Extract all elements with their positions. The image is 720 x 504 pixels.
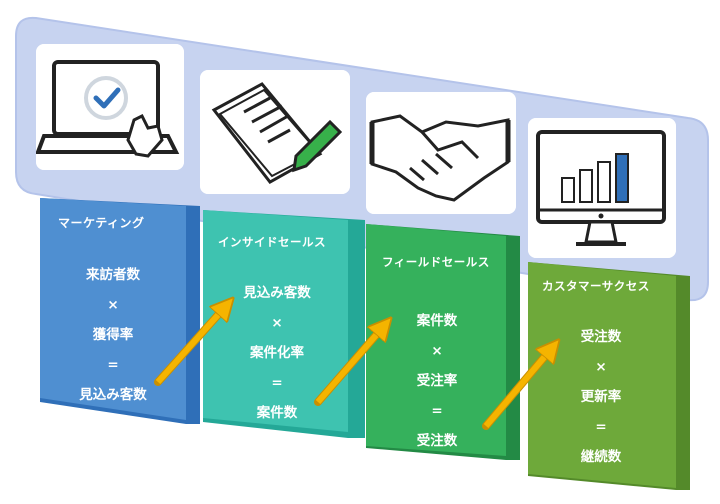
formula-result: 案件数 <box>256 405 298 421</box>
tile-marketing <box>36 44 184 170</box>
stage-title: カスタマーサクセス <box>542 279 650 293</box>
arrow-inside-to-field-sales <box>314 326 384 406</box>
formula-term: 案件数 <box>416 313 458 329</box>
stage-title: フィールドセールス <box>382 255 490 269</box>
arrow-marketing-to-inside-sales <box>154 306 226 386</box>
laptop-checkmark-icon <box>36 60 180 158</box>
stage-title: マーケティング <box>58 216 145 230</box>
formula-term: 獲得率 <box>92 327 134 343</box>
formula-operator: = <box>431 403 443 419</box>
formula-term: 来訪者数 <box>86 267 140 283</box>
formula: 来訪者数 × 獲得率 = 見込み客数 <box>48 260 178 410</box>
formula-operator: × <box>107 297 119 313</box>
formula-operator: = <box>595 419 607 435</box>
formula-term: 見込み客数 <box>243 285 311 301</box>
formula-operator: × <box>271 315 283 331</box>
formula: 案件数 × 受注率 = 受注数 <box>372 306 502 456</box>
tile-field-sales <box>366 92 516 214</box>
formula: 受注数 × 更新率 = 継続数 <box>536 322 666 472</box>
formula-term: 受注率 <box>416 373 458 389</box>
monitor-chart-icon <box>536 130 666 246</box>
formula-result: 見込み客数 <box>79 387 147 403</box>
formula-term: 案件化率 <box>250 345 304 361</box>
stage-title: インサイドセールス <box>218 235 326 249</box>
tile-inside-sales <box>200 70 350 194</box>
formula-operator: × <box>431 343 443 359</box>
formula: 見込み客数 × 案件化率 = 案件数 <box>212 278 342 428</box>
contract-pen-icon <box>211 82 343 184</box>
arrow-field-to-customer-success <box>482 348 552 430</box>
formula-operator: = <box>107 357 119 373</box>
formula-operator: × <box>595 359 607 375</box>
formula-term: 受注数 <box>580 329 622 345</box>
tile-customer-success <box>528 118 676 258</box>
formula-result: 継続数 <box>580 449 622 465</box>
handshake-icon <box>369 114 511 202</box>
formula-result: 受注数 <box>416 433 458 449</box>
formula-operator: = <box>271 375 283 391</box>
formula-term: 更新率 <box>580 389 622 405</box>
